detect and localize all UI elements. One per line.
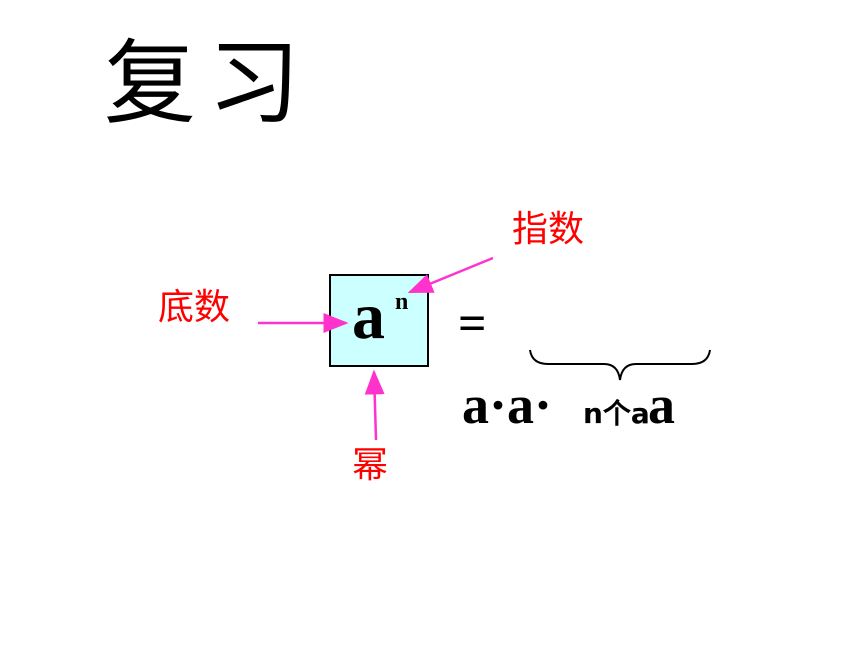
equals-sign: = [458, 295, 487, 351]
label-base: 底数 [158, 287, 231, 328]
base-symbol: a [352, 280, 385, 353]
product-expression: a·a· [462, 375, 553, 435]
label-power: 幂 [352, 445, 389, 486]
arrow-exponent [407, 256, 494, 294]
product-last-factor: a [648, 375, 675, 435]
page-title: 复习 [104, 30, 313, 137]
label-exponent: 指数 [512, 209, 585, 250]
exponent-symbol: n [395, 289, 409, 315]
overbrace [529, 349, 711, 381]
factor-count-label: n个a [583, 397, 650, 430]
arrow-power [364, 369, 385, 441]
